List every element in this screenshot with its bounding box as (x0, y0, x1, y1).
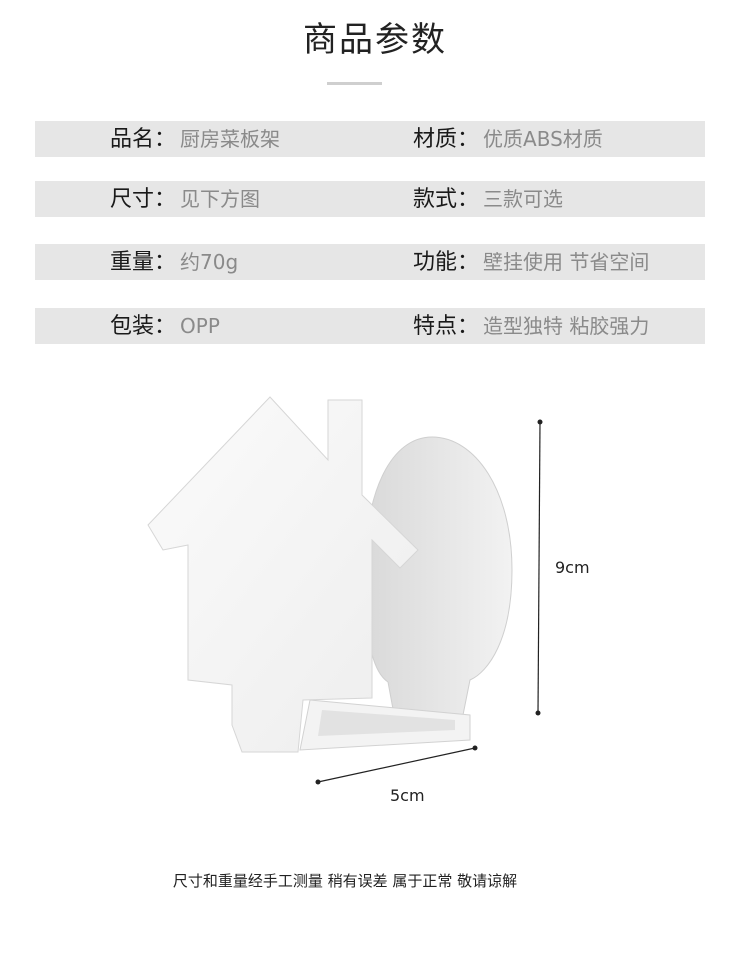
spec-value: 厨房菜板架 (180, 127, 281, 151)
spec-label: 功能： (413, 250, 480, 275)
spec-label: 材质： (413, 127, 480, 152)
house-rack-image (147, 396, 543, 785)
spec-label: 重量： (110, 250, 177, 275)
spec-value: 壁挂使用 节省空间 (483, 250, 650, 274)
spec-value: OPP (180, 314, 220, 338)
spec-value: 造型独特 粘胶强力 (483, 314, 650, 338)
spec-label: 款式： (413, 187, 480, 212)
spec-value: 见下方图 (180, 187, 261, 211)
page-title: 商品参数 (303, 20, 447, 60)
width-dimension-line (317, 747, 476, 783)
width-label: 5cm (390, 786, 425, 805)
spec-row: 包装：OPP 特点：造型独特 粘胶强力 (35, 308, 705, 344)
spec-row: 重量：约70g 功能：壁挂使用 节省空间 (35, 244, 705, 280)
spec-item-feature: 特点：造型独特 粘胶强力 (413, 308, 649, 344)
spec-item-function: 功能：壁挂使用 节省空间 (413, 244, 649, 280)
suction-disc (364, 436, 513, 721)
spec-item-material: 材质：优质ABS材质 (413, 121, 603, 157)
height-dimension-line (537, 421, 541, 714)
spec-item-name: 品名：厨房菜板架 (110, 121, 280, 157)
title-divider (327, 82, 382, 85)
spec-label: 品名： (110, 127, 177, 152)
spec-label: 尺寸： (110, 187, 177, 212)
spec-item-style: 款式：三款可选 (413, 181, 563, 217)
spec-row: 品名：厨房菜板架 材质：优质ABS材质 (35, 121, 705, 157)
house-front (147, 396, 419, 753)
height-label: 9cm (555, 558, 590, 577)
spec-value: 三款可选 (483, 187, 564, 211)
spec-value: 约70g (180, 250, 239, 274)
spec-item-weight: 重量：约70g (110, 244, 238, 280)
measurement-footnote: 尺寸和重量经手工测量 稍有误差 属于正常 敬请谅解 (172, 872, 518, 890)
spec-label: 特点： (413, 314, 480, 339)
spec-item-package: 包装：OPP (110, 308, 220, 344)
spec-label: 包装： (110, 314, 177, 339)
product-illustration: 9cm 5cm (0, 380, 750, 820)
spec-item-size: 尺寸：见下方图 (110, 181, 260, 217)
spec-row: 尺寸：见下方图 款式：三款可选 (35, 181, 705, 217)
spec-value: 优质ABS材质 (483, 127, 603, 151)
